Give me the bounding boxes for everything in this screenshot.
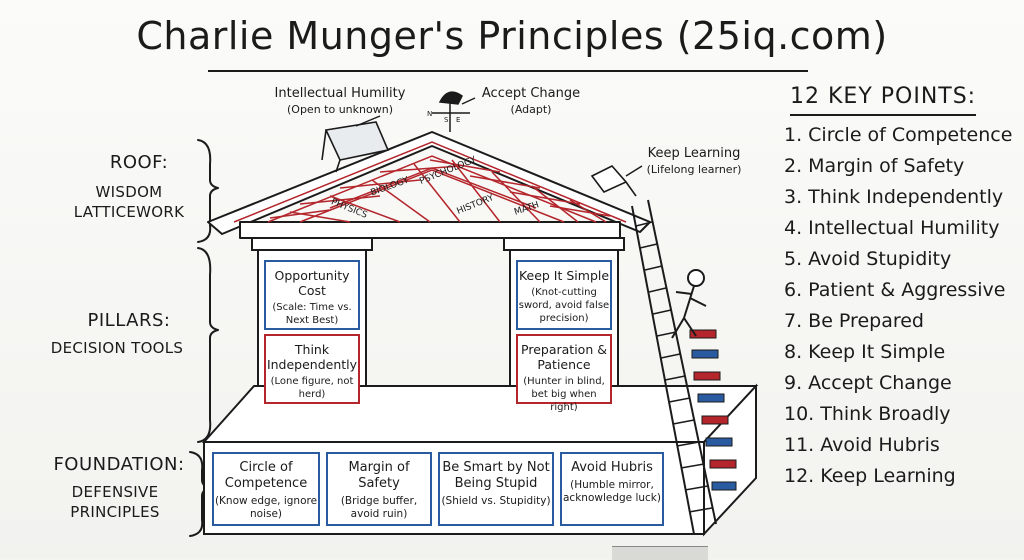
ladder [631,199,717,535]
vane-e: E [456,116,461,124]
key-point-6: 6. Patient & Aggressive [784,279,1006,301]
title-underline [208,70,808,72]
pillar-keep-it-simple: Keep It Simple (Knot-cutting sword, avoi… [516,260,612,330]
pillar-preparation-patience: Preparation & Patience (Hunter in blind,… [516,334,612,413]
pillar-left-capital [251,237,373,251]
key-point-11: 11. Avoid Hubris [784,434,940,456]
key-point-10: 10. Think Broadly [784,403,951,425]
roof-heading: ROOF: [109,152,169,173]
page-title: Charlie Munger's Principles (25iq.com) [136,14,888,58]
key-point-9: 9. Accept Change [784,372,952,394]
foundation-margin-of-safety: Margin of Safety (Bridge buffer, avoid r… [326,452,432,526]
laptop [590,165,628,193]
foundation-desc: DEFENSIVE PRINCIPLES [70,483,160,521]
key-points-heading: 12 KEY POINTS: [790,84,977,109]
key-point-12: 12. Keep Learning [784,465,956,487]
key-point-5: 5. Avoid Stupidity [784,248,952,270]
foundation-smart-not-stupid: Be Smart by Not Being Stupid (Shield vs.… [438,452,554,526]
pillars-heading: PILLARS: [87,310,171,331]
foundation-heading: FOUNDATION: [53,454,185,475]
pillar-right-capital [503,237,625,251]
book-stack [689,329,737,491]
key-point-8: 8. Keep It Simple [784,341,946,363]
pillars-desc: DECISION TOOLS [50,339,184,357]
marker-tray [612,546,708,560]
pillars-brace [197,247,219,443]
weather-vane [432,91,470,132]
vane-s: S [444,116,449,124]
key-points-underline [790,114,976,116]
label-accept-change: Accept Change (Adapt) [481,86,581,116]
roof-brace [197,139,219,243]
foundation-circle-of-competence: Circle of Competence (Know edge, ignore … [212,452,320,526]
key-point-3: 3. Think Independently [784,186,1004,208]
key-point-7: 7. Be Prepared [784,310,924,332]
key-point-1: 1. Circle of Competence [784,124,1013,146]
vane-n: N [427,110,433,118]
pillar-opportunity-cost: Opportunity Cost (Scale: Time vs. Next B… [264,260,360,330]
label-intellectual-humility: Intellectual Humility (Open to unknown) [274,86,406,116]
label-keep-learning: Keep Learning (Lifelong learner) [646,146,742,176]
foundation-avoid-hubris: Avoid Hubris (Humble mirror, acknowledge… [560,452,664,526]
roof-outline [207,131,651,235]
roof-lattice [233,141,627,223]
key-point-2: 2. Margin of Safety [784,155,965,177]
roof-beam [239,221,621,239]
key-point-4: 4. Intellectual Humility [784,217,1000,239]
roof-desc: WISDOM LATTICEWORK [73,183,185,221]
pillar-think-independently: Think Independently (Lone figure, not he… [264,334,360,404]
climber-figure [671,269,707,339]
